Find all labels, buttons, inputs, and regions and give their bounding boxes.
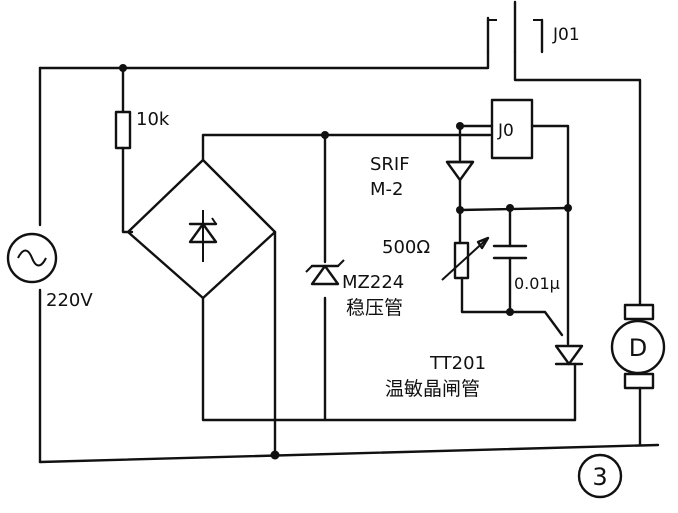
thermal-thyristor — [554, 206, 584, 422]
bridge-rectifier — [126, 133, 577, 460]
capacitor-label: 0.01μ — [514, 274, 560, 293]
figure-number-circle — [577, 453, 623, 499]
diode-model-label-2: M-2 — [370, 179, 403, 200]
main-wires — [38, 50, 660, 464]
source-voltage-label: 220V — [46, 290, 93, 311]
thyristor-model-label: TT201 — [429, 353, 486, 374]
ac-source — [6, 232, 58, 284]
zener-name-label: 稳压管 — [346, 297, 403, 319]
srif-diode — [445, 124, 475, 212]
zener-model-label: MZ224 — [342, 272, 404, 293]
figure-number-label: 3 — [592, 463, 607, 491]
diode-model-label: SRIF — [370, 154, 410, 175]
rc-network — [441, 206, 570, 337]
potentiometer-label: 500Ω — [382, 237, 430, 258]
relay-coil-label: J0 — [497, 121, 514, 141]
motor — [610, 303, 666, 390]
motor-label: D — [629, 334, 647, 362]
thyristor-name-label: 温敏晶闸管 — [385, 378, 480, 400]
resistor-10k — [114, 66, 134, 234]
relay-contact — [486, 0, 544, 54]
relay-contact-label: J01 — [552, 25, 580, 45]
resistor-label: 10k — [136, 109, 170, 130]
relay-coil — [458, 98, 570, 210]
zener-diode — [305, 133, 345, 422]
